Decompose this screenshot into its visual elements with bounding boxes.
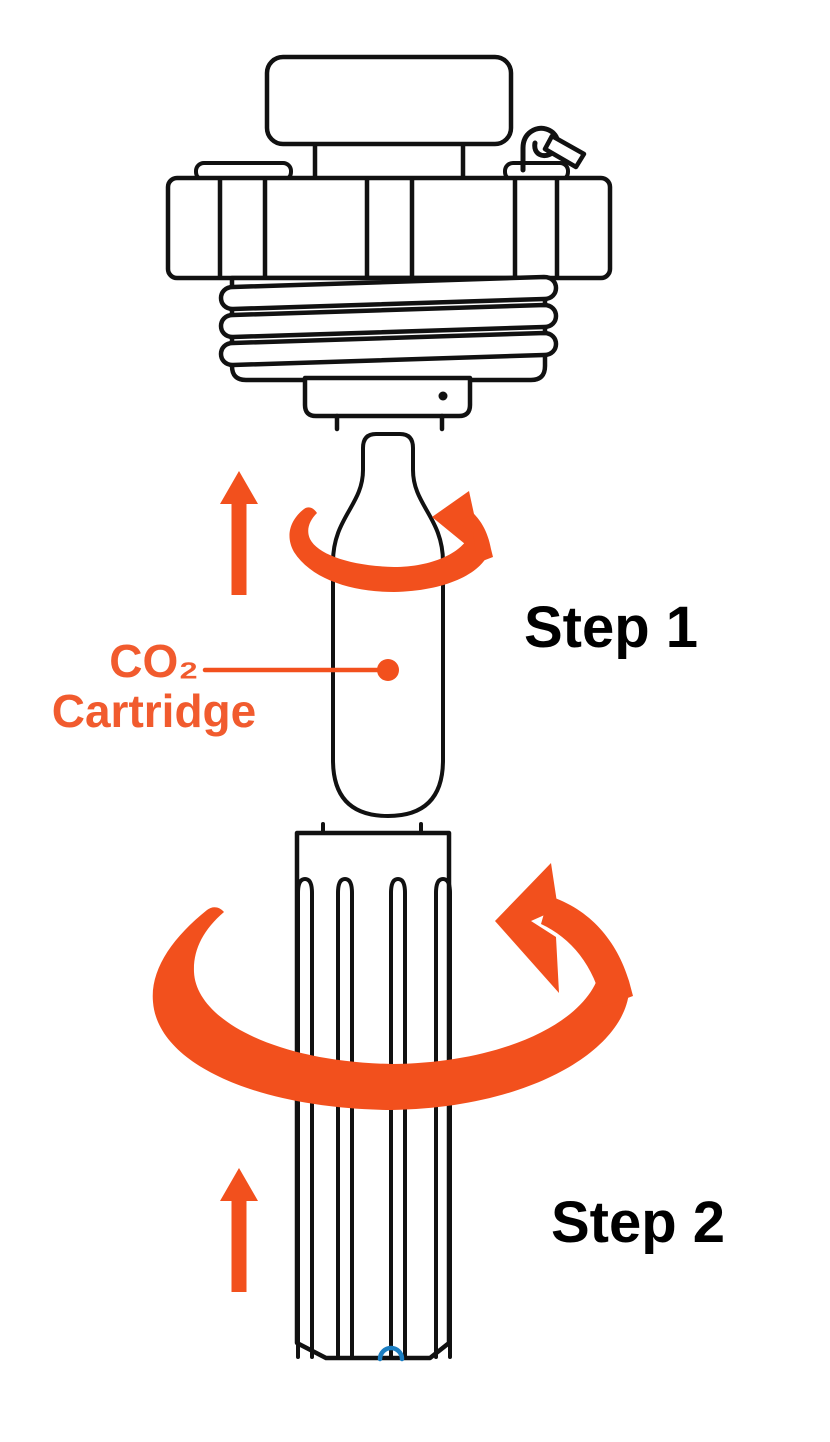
valve-stem xyxy=(312,141,466,183)
thread-coil xyxy=(218,330,559,368)
rotation-ribbon xyxy=(289,507,489,592)
rotation-arrow-step1 xyxy=(289,491,493,592)
valve-cap xyxy=(264,54,514,147)
valve-lever-icon xyxy=(520,125,587,173)
cartridge-label-line2: Cartridge xyxy=(51,685,257,737)
cartridge-label-line1: CO₂ xyxy=(109,635,199,687)
fill-port-notch xyxy=(377,1345,405,1362)
cartridge-label: CO₂ Cartridge xyxy=(34,636,274,736)
rotation-ribbon-tail xyxy=(541,896,633,1007)
valve-hex-facets xyxy=(217,177,560,279)
valve-pins xyxy=(334,413,445,432)
rotation-arrowhead xyxy=(432,491,476,553)
valve-neck xyxy=(302,375,473,419)
lift-arrow-step1 xyxy=(220,471,258,595)
valve-head-illustration xyxy=(165,54,613,432)
rotation-ribbon xyxy=(152,907,629,1110)
callout-dot-icon xyxy=(377,659,399,681)
sleeve-grooves xyxy=(296,877,452,1359)
co2-cartridge-outline xyxy=(331,432,445,818)
rotation-arrow-step2 xyxy=(152,863,633,1110)
rotation-arrowhead xyxy=(495,863,559,993)
sleeve-top-nubs xyxy=(321,822,423,835)
valve-threads xyxy=(218,274,559,383)
thread-coil xyxy=(218,302,559,340)
cartridge-leader xyxy=(202,659,399,681)
valve-hex-body xyxy=(165,175,613,281)
thread-coil xyxy=(218,274,559,312)
step2-label: Step 2 xyxy=(551,1190,726,1255)
step1-label: Step 1 xyxy=(524,595,699,660)
valve-neck-dot xyxy=(438,391,448,401)
lift-arrow-step2 xyxy=(220,1168,258,1292)
